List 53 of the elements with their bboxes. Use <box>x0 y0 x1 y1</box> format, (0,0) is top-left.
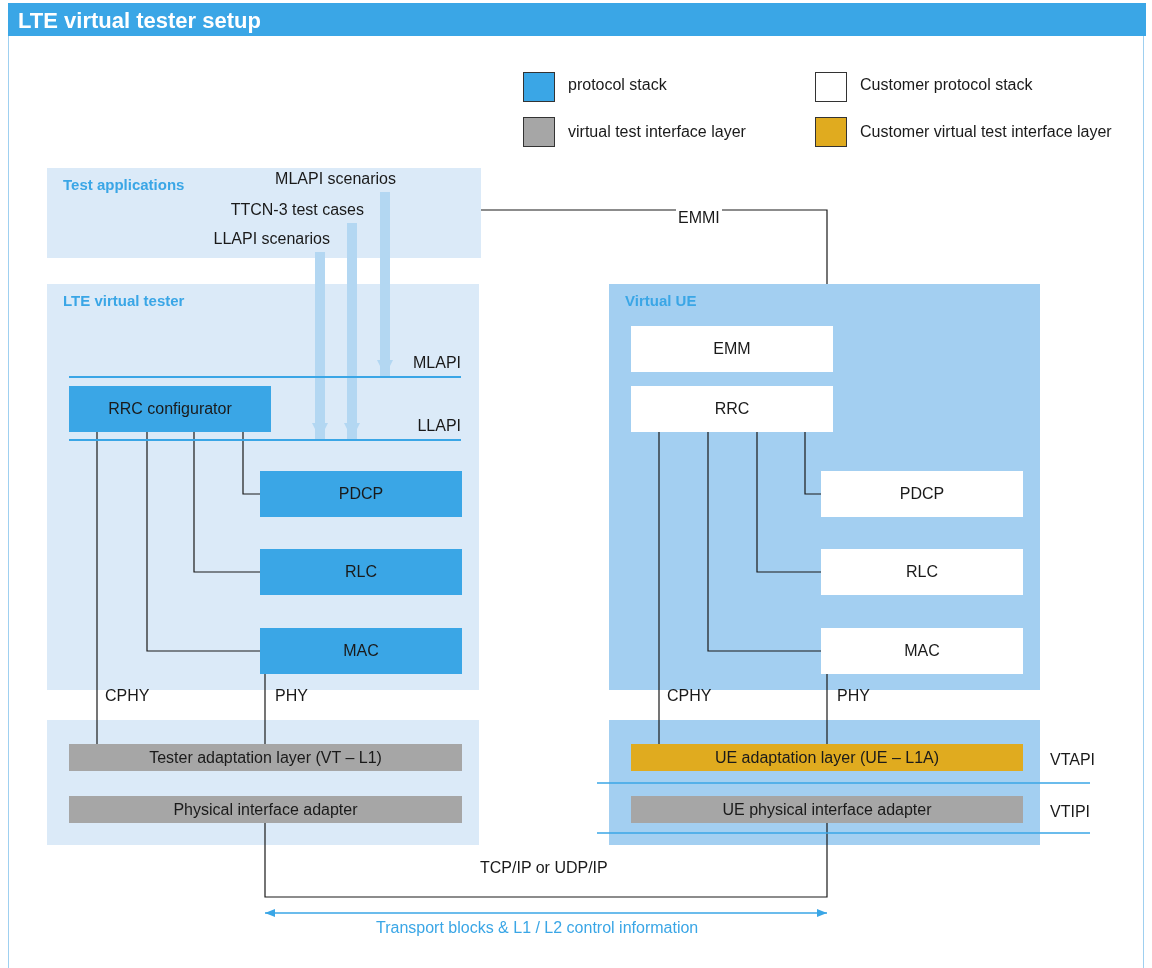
connector-line <box>480 209 828 285</box>
edge-label: PHY <box>836 687 871 705</box>
connector-line <box>146 431 261 652</box>
interface-label: Transport blocks & L1 / L2 control information <box>376 919 699 937</box>
layer-box: Tester adaptation layer (VT – L1) <box>69 744 462 771</box>
layer-panel <box>47 168 481 258</box>
connector-line <box>826 673 828 745</box>
panel-title: Test applications <box>63 176 185 193</box>
layer-panel <box>609 720 1040 845</box>
layer-box: RLC <box>260 549 462 595</box>
edge-label: PHY <box>274 687 309 705</box>
layer-box: RRC configurator <box>69 386 271 432</box>
connector-line <box>264 673 266 745</box>
legend-label: virtual test interface layer <box>568 123 746 141</box>
layer-panel <box>609 284 1040 690</box>
interface-label: MLAPI <box>413 354 461 372</box>
broad-arrow <box>377 192 393 376</box>
legend-label: protocol stack <box>568 76 667 94</box>
interface-label: VTIPI <box>1050 803 1090 821</box>
legend-label: Customer protocol stack <box>860 76 1033 94</box>
connector-line <box>264 822 828 898</box>
broad-arrow <box>344 223 360 439</box>
connector-line <box>756 431 822 573</box>
layer-box: MAC <box>821 628 1023 674</box>
edge-label: CPHY <box>104 687 151 705</box>
layer-panel <box>47 720 479 845</box>
connector-line <box>242 431 261 495</box>
layer-box: PDCP <box>260 471 462 517</box>
connector-line <box>707 431 822 652</box>
layer-box: UE physical interface adapter <box>631 796 1023 823</box>
title: LTE virtual tester setup <box>18 8 261 34</box>
layer-box: RRC <box>631 386 833 432</box>
layer-panel <box>47 284 479 690</box>
panel-title: Virtual UE <box>625 292 697 309</box>
text-label: LLAPI scenarios <box>196 230 330 252</box>
layer-box: Physical interface adapter <box>69 796 462 823</box>
interface-label: LLAPI <box>417 417 461 435</box>
layer-box: MAC <box>260 628 462 674</box>
connector-line <box>658 431 660 745</box>
layer-box: RLC <box>821 549 1023 595</box>
interface-label: VTAPI <box>1050 751 1096 769</box>
connector-line <box>96 431 98 745</box>
layer-box: PDCP <box>821 471 1023 517</box>
text-label: MLAPI scenarios <box>268 170 396 192</box>
layer-box: EMM <box>631 326 833 372</box>
broad-arrow <box>312 252 328 439</box>
legend-label: Customer virtual test interface layer <box>860 123 1112 141</box>
text-label: TTCN-3 test cases <box>226 201 364 223</box>
connector-line <box>804 431 822 495</box>
panel-title: LTE virtual tester <box>63 292 185 309</box>
edge-label: CPHY <box>666 687 713 705</box>
layer-box: UE adaptation layer (UE – L1A) <box>631 744 1023 771</box>
connector-line <box>193 431 261 573</box>
